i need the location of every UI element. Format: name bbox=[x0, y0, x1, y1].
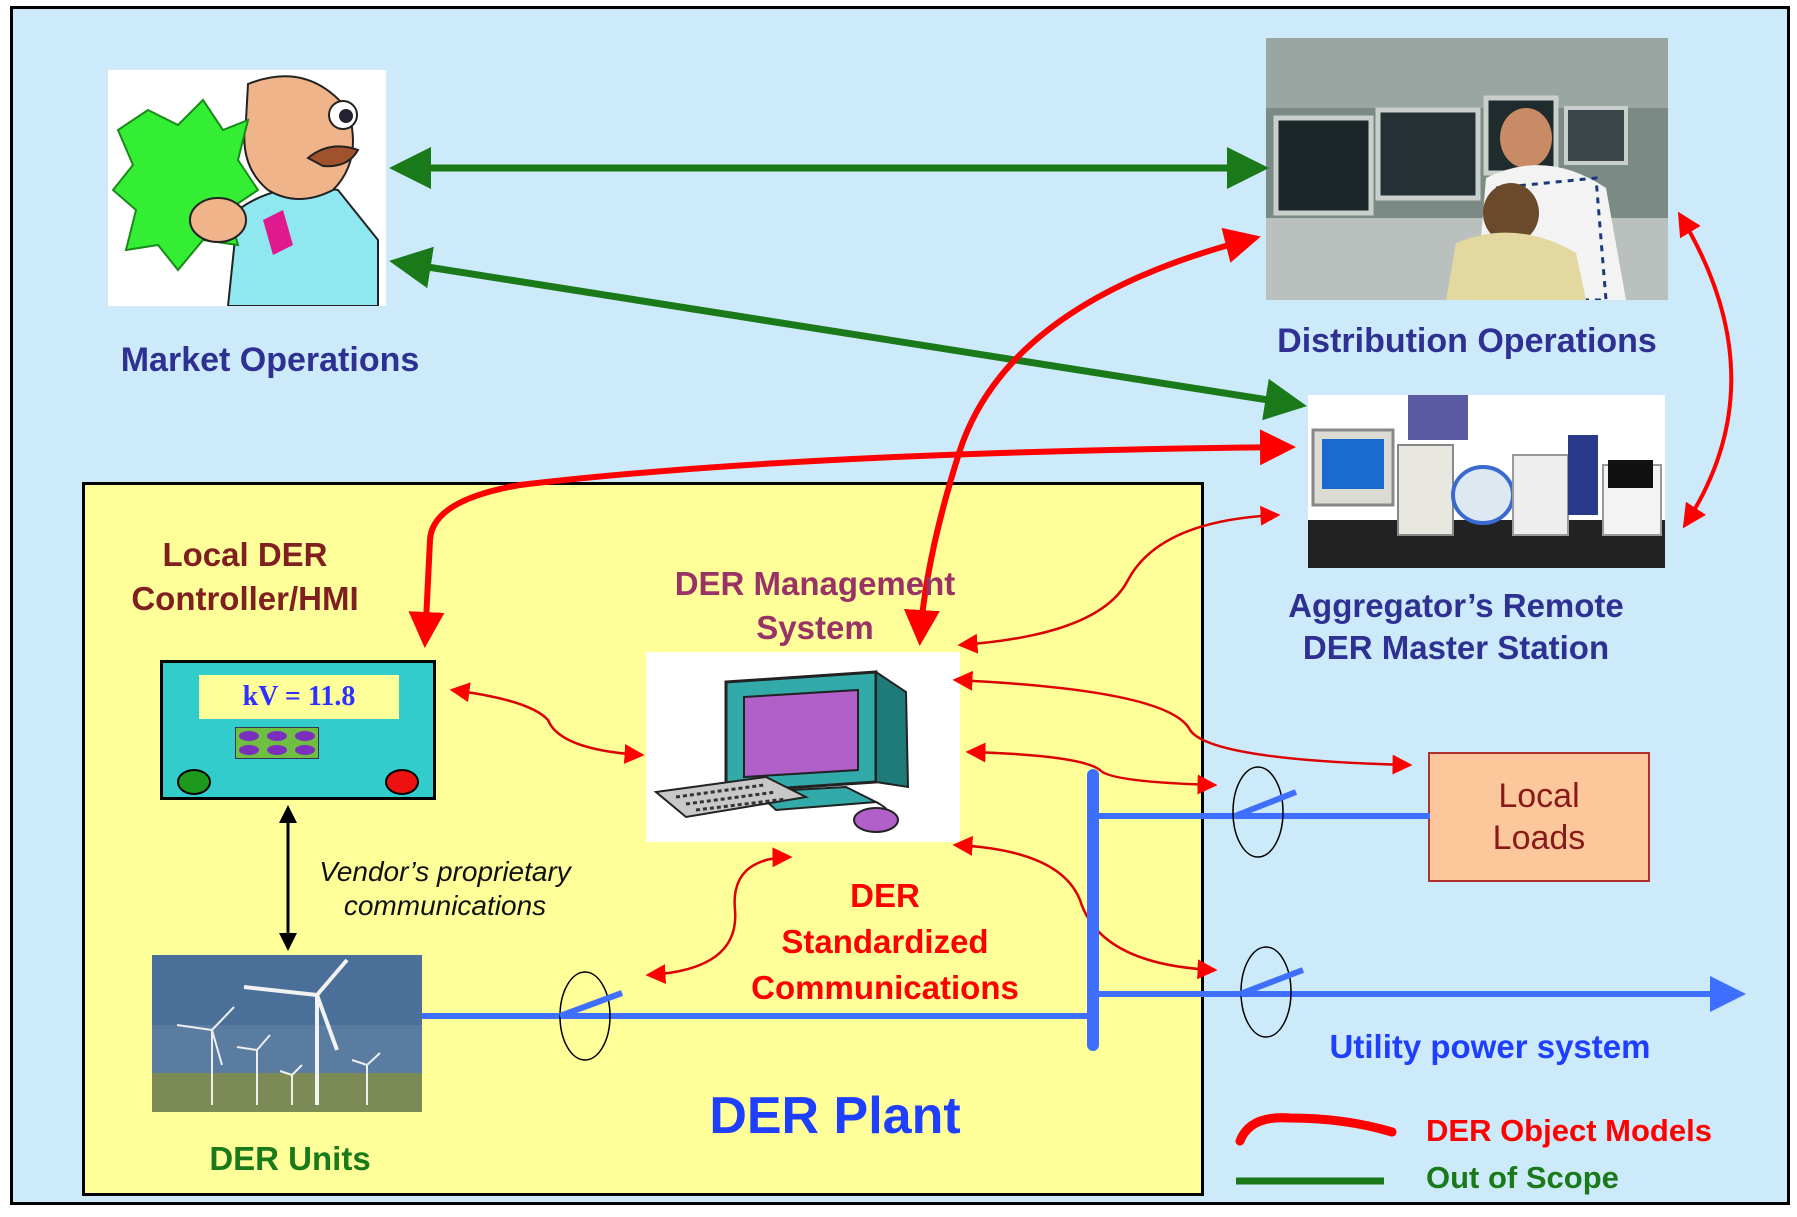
local-controller-label: Local DER Controller/HMI bbox=[100, 533, 390, 621]
vendor-label-line2: communications bbox=[343, 890, 547, 921]
market-operations-picture bbox=[108, 70, 386, 306]
local-loads-line2: Loads bbox=[1492, 819, 1586, 857]
vendor-label-line1: Vendor’s proprietary bbox=[319, 856, 571, 887]
legend-out-of-scope-label: Out of Scope bbox=[1426, 1160, 1619, 1195]
legend-object-models-label: DER Object Models bbox=[1426, 1113, 1712, 1148]
aggregator-label-line1: Aggregator’s Remote bbox=[1288, 587, 1624, 624]
controller-red-button bbox=[385, 769, 419, 795]
utility-power-system-label: Utility power system bbox=[1329, 1028, 1651, 1065]
aggregator-to-controller-arrow bbox=[408, 429, 1296, 648]
controller-green-button bbox=[177, 769, 211, 795]
der-management-computer-picture bbox=[646, 652, 960, 842]
der-management-label: DER Management System bbox=[640, 562, 990, 650]
dms-to-utility-switch-arrow bbox=[952, 835, 1218, 980]
std-comm-line1: DER bbox=[850, 877, 920, 914]
units-switch-blade bbox=[558, 990, 624, 1019]
distribution-operations-picture bbox=[1266, 38, 1668, 300]
der-units-label: DER Units bbox=[209, 1140, 371, 1177]
units-to-dms-arrow bbox=[645, 847, 793, 985]
distribution-to-aggregator-arrow bbox=[1677, 211, 1734, 529]
controller-keypad bbox=[235, 727, 319, 759]
loads-switch-circle bbox=[1232, 766, 1284, 858]
controller-to-dms-arrow bbox=[449, 682, 645, 764]
aggregator-to-dms-arrow bbox=[957, 505, 1281, 654]
der-management-label-line2: System bbox=[756, 609, 874, 646]
legend-object-models-line bbox=[1235, 1113, 1397, 1146]
loads-switch-blade bbox=[1233, 789, 1298, 819]
der-units-wind-turbines-picture bbox=[152, 955, 422, 1112]
local-loads-box: Local Loads bbox=[1428, 752, 1650, 882]
market-operations-label: Market Operations bbox=[120, 341, 420, 379]
vendor-communications-label: Vendor’s proprietary communications bbox=[290, 855, 600, 923]
controller-display: kV = 11.8 bbox=[199, 675, 399, 719]
der-plant-label: DER Plant bbox=[709, 1087, 961, 1145]
distribution-operations-label: Distribution Operations bbox=[1277, 322, 1657, 360]
aggregator-station-picture bbox=[1308, 395, 1665, 568]
local-loads-line1: Local bbox=[1498, 777, 1580, 815]
der-management-label-line1: DER Management bbox=[674, 565, 956, 602]
std-comm-line3: Communications bbox=[751, 969, 1019, 1006]
local-controller-label-line1: Local DER bbox=[162, 536, 328, 573]
std-comm-line2: Standardized bbox=[781, 923, 989, 960]
utility-switch-blade bbox=[1238, 967, 1305, 997]
local-controller-device: kV = 11.8 bbox=[160, 660, 436, 800]
standardized-communications-label: DER Standardized Communications bbox=[720, 873, 1050, 1011]
market-to-aggregator-arrow bbox=[389, 246, 1307, 421]
aggregator-label-line2: DER Master Station bbox=[1302, 629, 1610, 666]
local-controller-label-line2: Controller/HMI bbox=[131, 580, 359, 617]
aggregator-label: Aggregator’s Remote DER Master Station bbox=[1236, 585, 1676, 669]
dms-to-load-switch-arrow bbox=[965, 742, 1218, 795]
dms-to-local-loads-arrow bbox=[952, 670, 1413, 775]
